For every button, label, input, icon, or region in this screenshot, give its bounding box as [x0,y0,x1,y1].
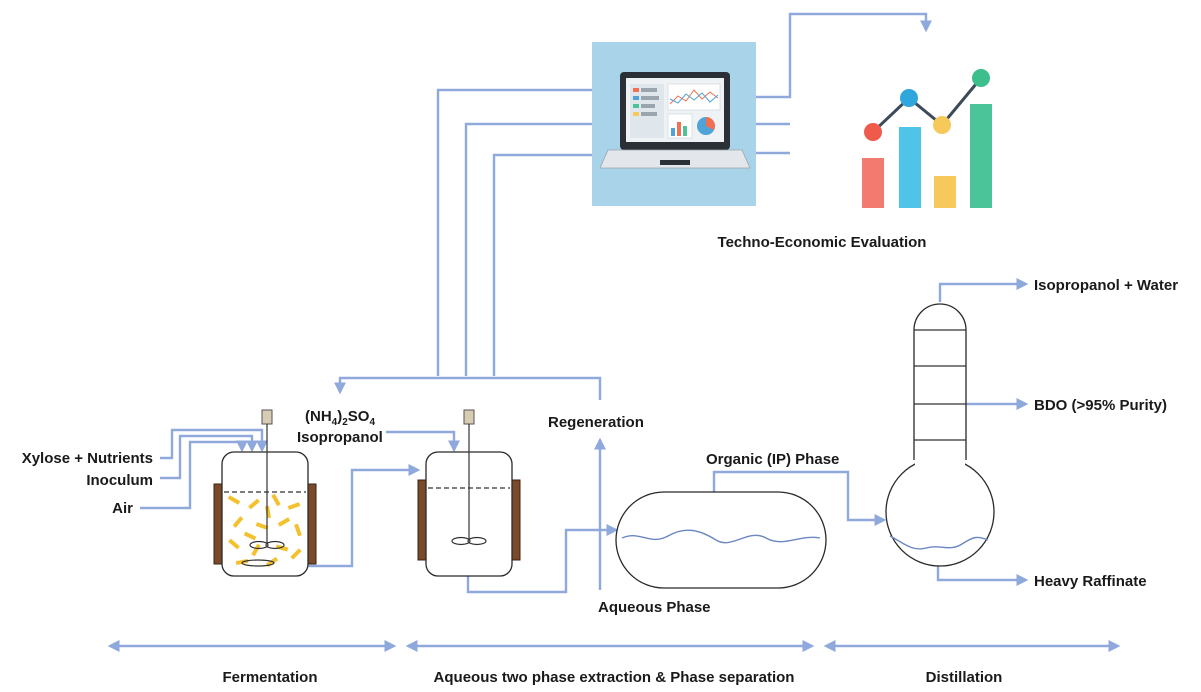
computer-icon [592,42,756,206]
isopropanol-water-label: Isopropanol + Water [1034,277,1178,294]
inoculum-label: Inoculum [86,472,153,489]
flow-xylose [160,428,268,460]
flow-to-separator [466,524,619,594]
flow-to-evaluation [756,12,932,99]
organic-phase-label: Organic (IP) Phase [706,451,839,468]
economic-chart-icon [862,69,992,208]
aqueous-phase-label: Aqueous Phase [598,599,711,616]
flow-salt-solvent [386,430,460,453]
flow-inoculum [160,434,258,480]
distillation-column [885,303,995,567]
cells-icon [227,493,302,568]
flow-isopropanol-water [938,278,1029,302]
stage-distillation-label: Distillation [926,669,1003,686]
bdo-label: BDO (>95% Purity) [1034,397,1167,414]
isopropanol-label: Isopropanol [297,429,383,446]
fermenter [213,409,317,577]
flow-separation-data [492,153,592,376]
regeneration-label: Regeneration [548,414,644,431]
flow-heavy-raffinate [936,560,1029,586]
phase-separator [615,491,827,589]
flow-air [140,440,248,510]
flow-fermentation-data [436,88,592,376]
flow-organic-phase [712,470,887,526]
flow-lines [140,12,1029,594]
extraction-vessel [417,409,521,577]
techno-economic-label: Techno-Economic Evaluation [718,234,927,251]
stage-extraction-label: Aqueous two phase extraction & Phase sep… [434,669,795,686]
heavy-raffinate-label: Heavy Raffinate [1034,573,1147,590]
stage-fermentation-label: Fermentation [222,669,317,686]
air-label: Air [112,500,133,517]
ammonium-sulfate-label: (NH4)2SO4 [305,408,375,428]
flow-regeneration [334,376,602,400]
xylose-label: Xylose + Nutrients [22,450,153,467]
flow-extraction-data [464,122,592,376]
